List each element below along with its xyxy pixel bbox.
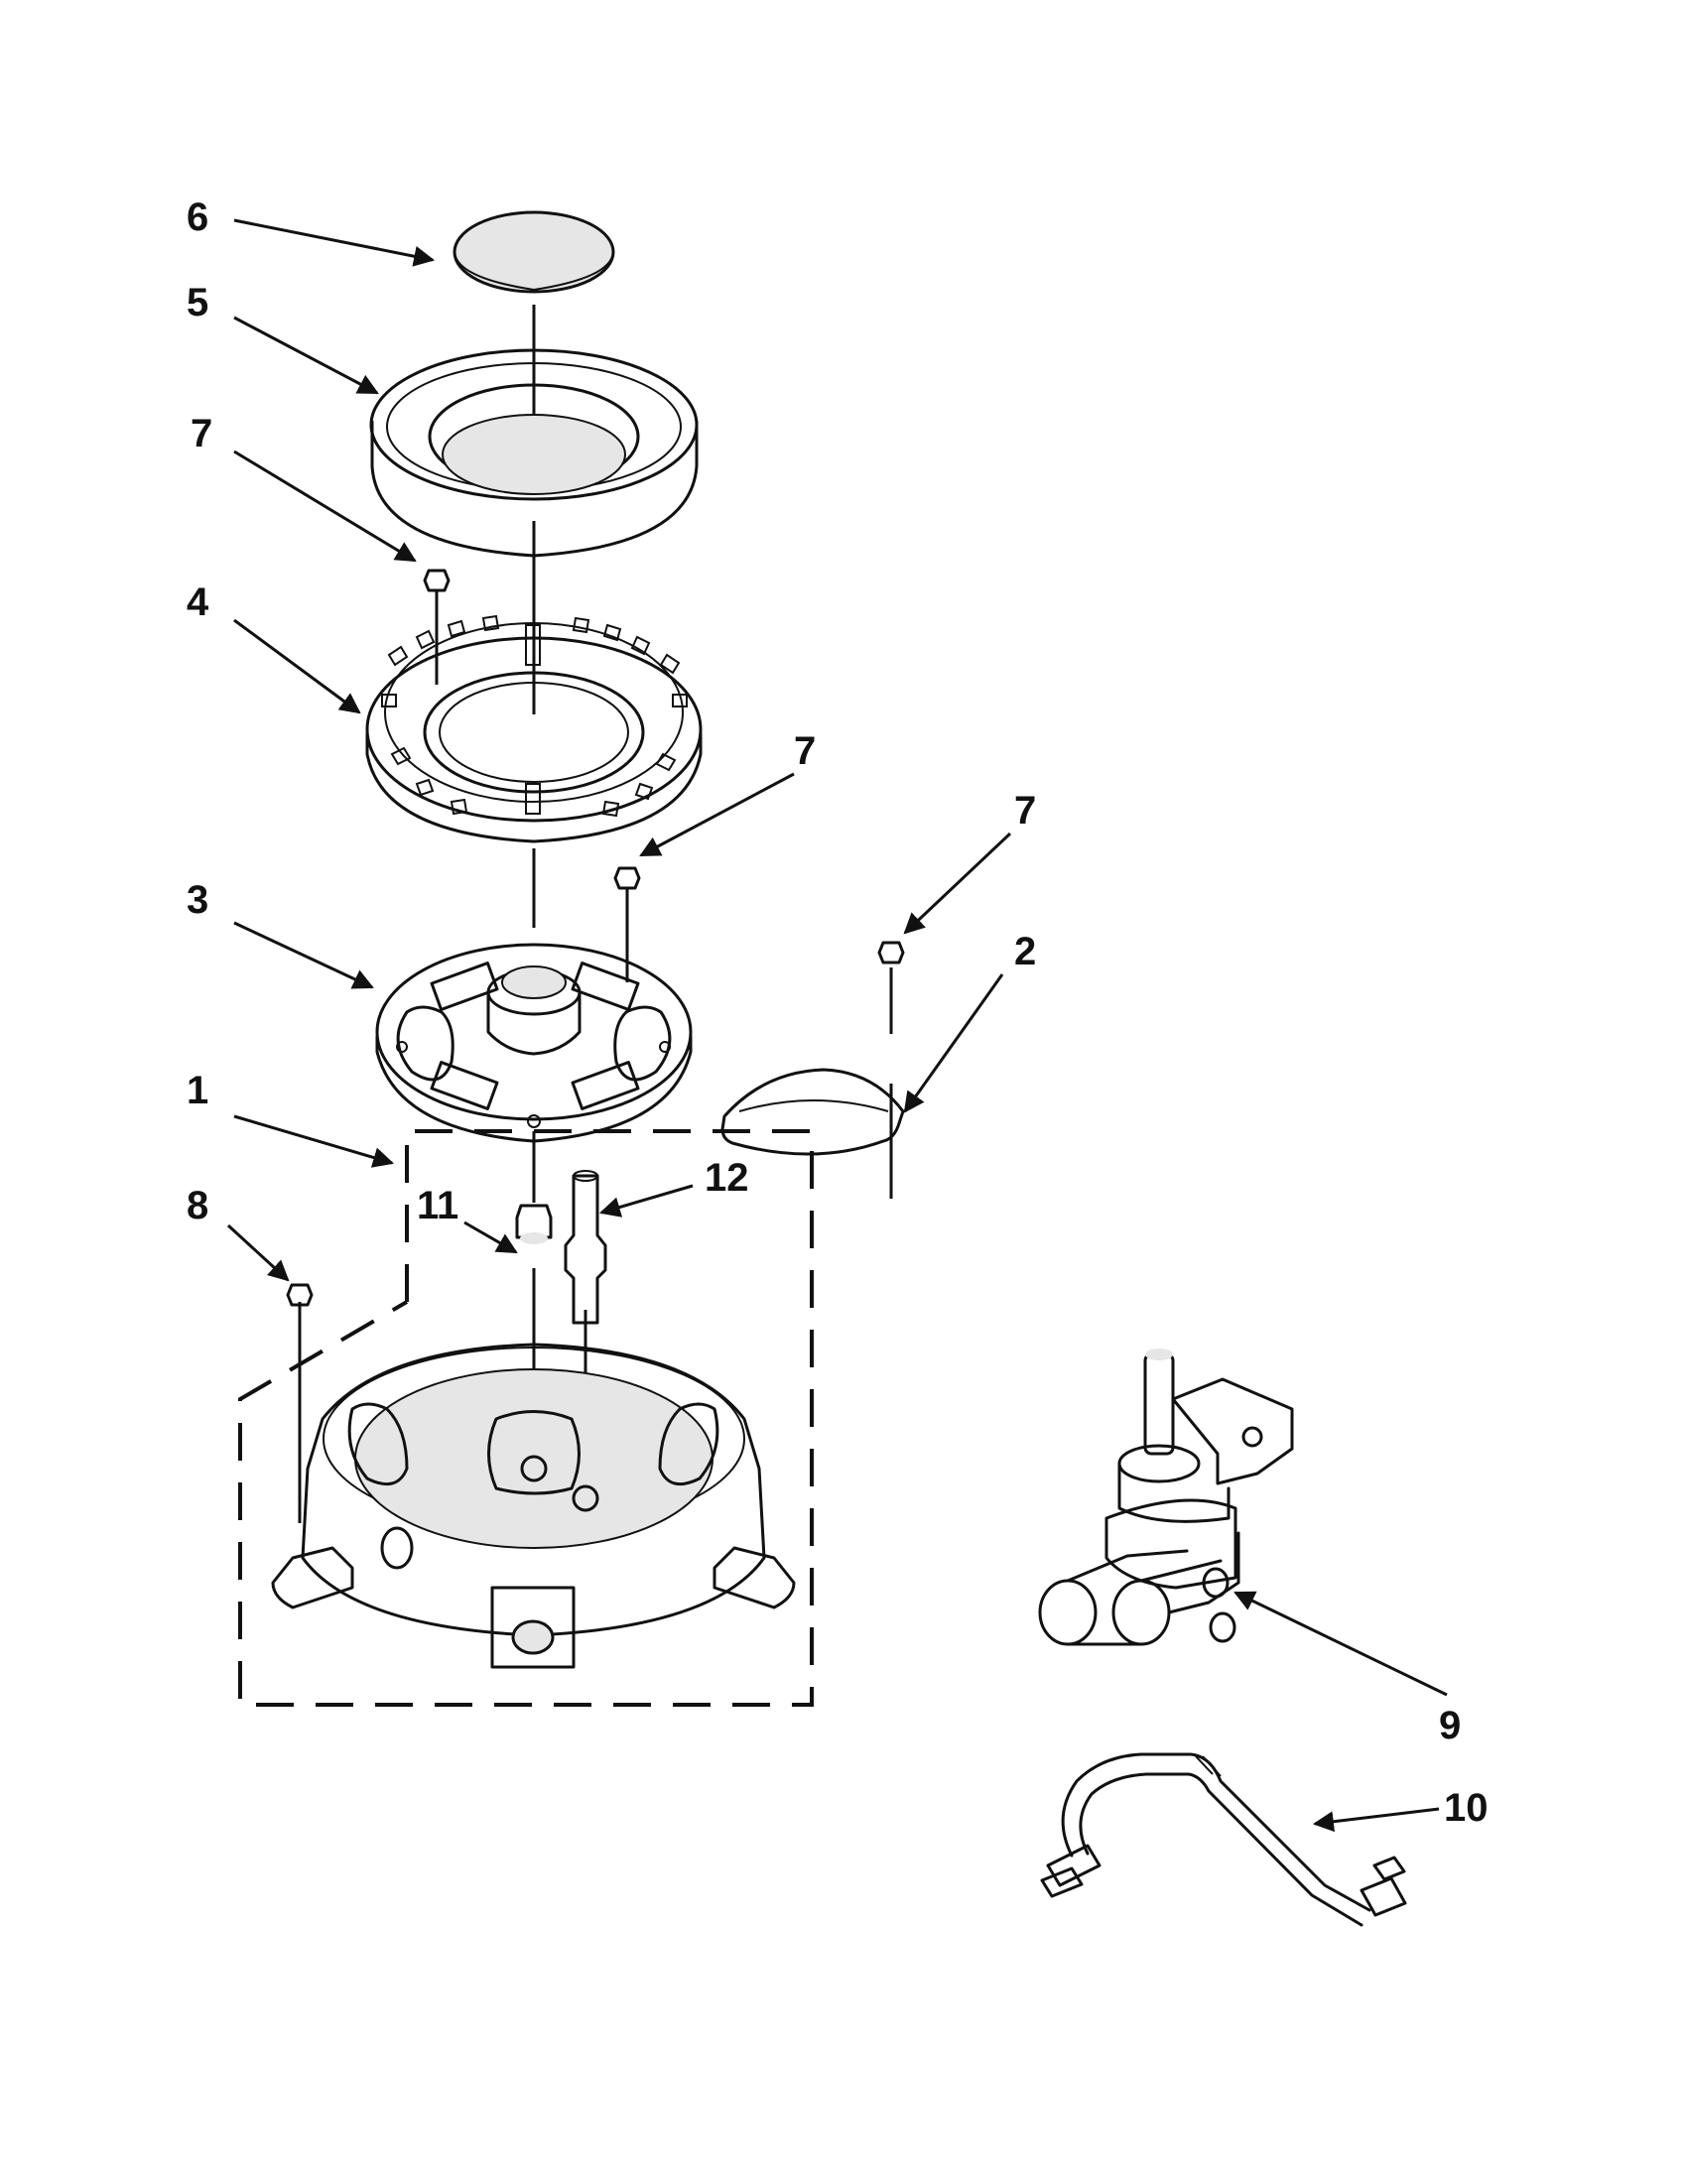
screw-part-8 xyxy=(286,1283,314,1307)
burner-housing-part xyxy=(271,1343,796,1669)
burner-cap-part xyxy=(453,210,615,294)
callout-4: 4 xyxy=(187,580,209,624)
callout-10: 10 xyxy=(1444,1786,1489,1830)
screw-part-7b xyxy=(613,866,641,903)
gas-valve-part xyxy=(1038,1349,1294,1646)
orifice-part xyxy=(515,1204,553,1244)
gas-tube-part xyxy=(1040,1752,1407,1927)
callout-7-right: 7 xyxy=(1014,789,1036,833)
electrode-part xyxy=(564,1170,607,1325)
callout-9: 9 xyxy=(1439,1704,1461,1747)
callout-5: 5 xyxy=(187,281,208,324)
leader-lines xyxy=(226,218,1448,1833)
callout-7-top: 7 xyxy=(191,412,212,455)
callout-1: 1 xyxy=(187,1069,208,1112)
burner-plate-part xyxy=(375,943,693,1143)
callout-6: 6 xyxy=(187,195,208,239)
screw-part-7a xyxy=(423,569,451,610)
callout-8: 8 xyxy=(187,1184,208,1227)
burner-base-part xyxy=(365,614,703,843)
burner-shield-part xyxy=(720,1068,905,1156)
assembly-boundary xyxy=(238,1129,814,1707)
callout-labels: 6 5 7 4 7 7 3 2 1 8 11 12 9 10 xyxy=(187,195,1489,1830)
callout-12: 12 xyxy=(705,1156,749,1200)
center-axis-lines xyxy=(298,305,893,1523)
burner-ring-part xyxy=(369,348,699,558)
callout-2: 2 xyxy=(1014,930,1036,973)
callout-7-middle: 7 xyxy=(794,729,816,773)
screw-part-7c xyxy=(877,941,905,964)
callout-3: 3 xyxy=(187,878,208,922)
callout-11: 11 xyxy=(417,1184,458,1227)
